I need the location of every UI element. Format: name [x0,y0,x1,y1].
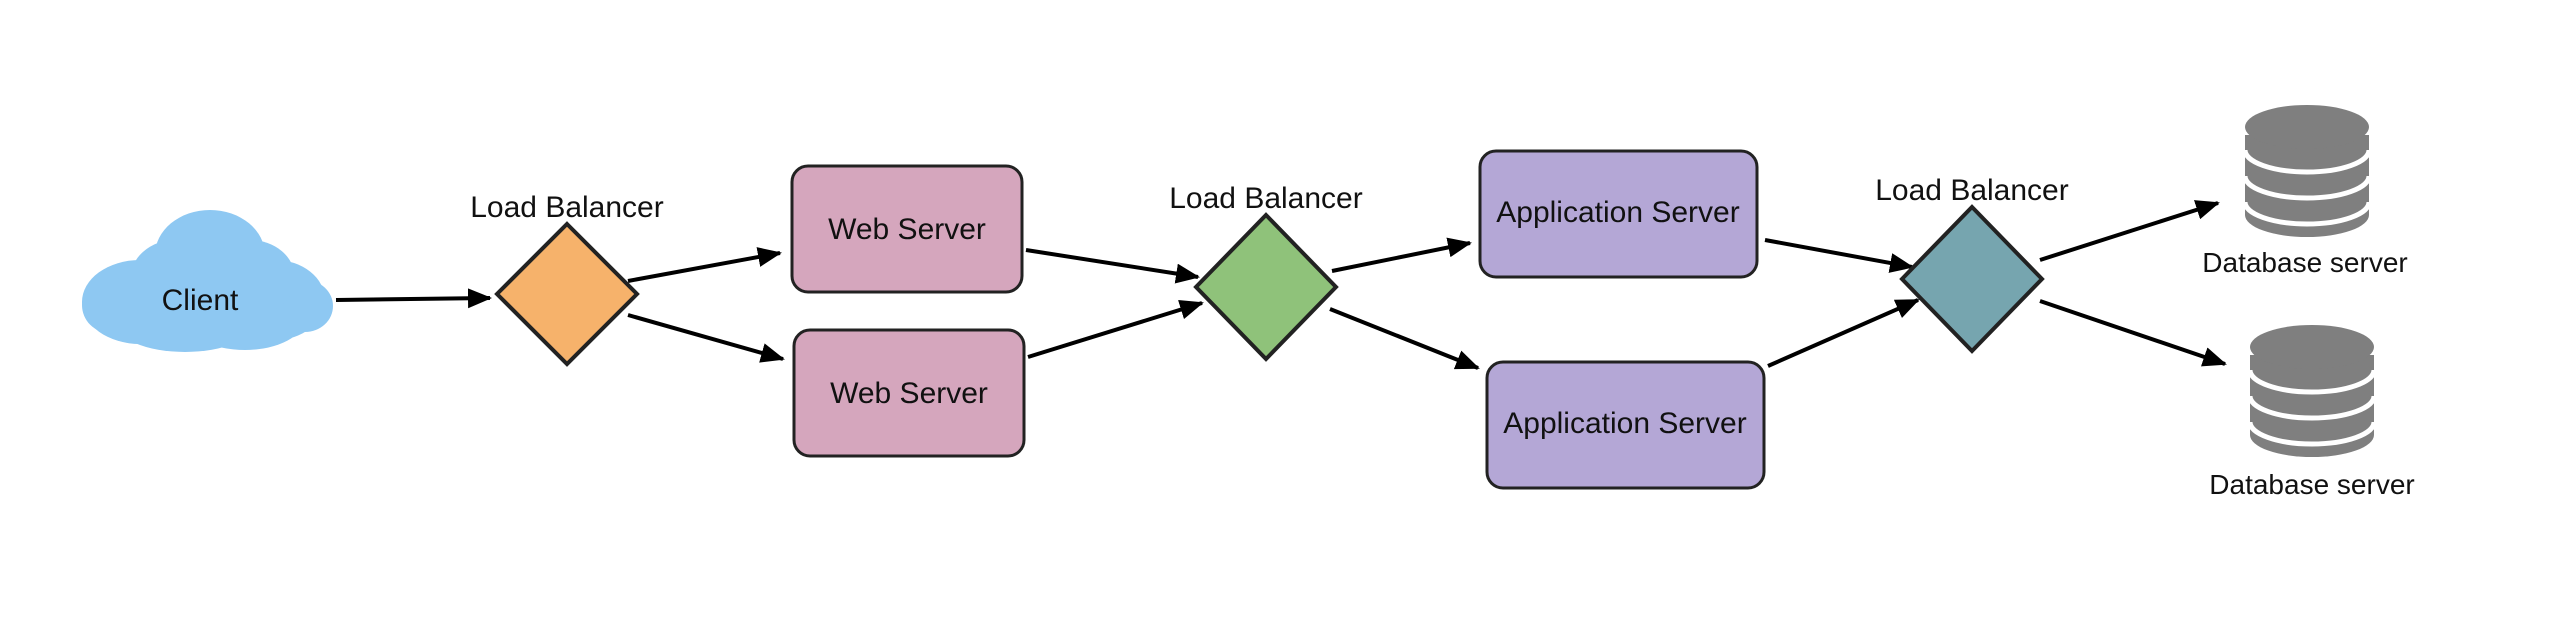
load-balancer-3-label: Load Balancer [1875,174,2068,207]
web-server-1-box [790,164,1024,294]
arrow-lb3-to-db2 [2039,299,2227,367]
app-server-2-box [1485,360,1766,490]
web-server-1-label: Web Server [828,213,986,246]
diamond-icon [1899,204,2045,354]
arrow-lb2-to-app1 [1331,237,1472,273]
arrow-client-to-lb1 [335,288,492,309]
app-server-1-box [1478,149,1759,279]
load-balancer-1-label: Load Balancer [470,191,663,224]
web-server-2-box [792,328,1026,458]
database-server-2: Database server [2209,325,2415,500]
client-node: Client [82,210,333,352]
web-server-1: Web Server [790,164,1024,294]
load-balancer-1: Load Balancer [470,191,664,367]
app-server-2-label: Application Server [1503,407,1746,440]
database-icon [2242,105,2372,237]
app-server-1-label: Application Server [1496,196,1739,229]
web-server-2-label: Web Server [830,377,988,410]
arrow-lb1-to-web1 [627,247,782,283]
arrow-lb1-to-web2 [627,313,785,363]
app-server-1: Application Server [1478,149,1759,279]
arrow-app2-to-lb3 [1767,298,1920,368]
connectors [335,200,2227,370]
arrow-web1-to-lb2 [1025,248,1200,284]
arrow-web2-to-lb2 [1027,299,1204,359]
database-server-2-label: Database server [2209,469,2414,500]
load-balancer-2: Load Balancer [1169,182,1363,362]
diamond-icon [494,221,640,367]
client-label: Client [162,284,239,317]
arrow-lb3-to-db1 [2039,200,2220,262]
diamond-icon [1193,212,1339,362]
database-server-1-label: Database server [2202,247,2407,278]
arrow-app1-to-lb3 [1764,238,1914,273]
web-server-2: Web Server [792,328,1026,458]
database-server-1: Database server [2202,105,2408,278]
load-balancer-3: Load Balancer [1875,174,2069,354]
app-server-2: Application Server [1485,360,1766,490]
cloud-icon [82,210,333,352]
database-icon [2247,325,2377,457]
load-balancer-2-label: Load Balancer [1169,182,1362,215]
arrow-lb2-to-app2 [1329,307,1480,370]
